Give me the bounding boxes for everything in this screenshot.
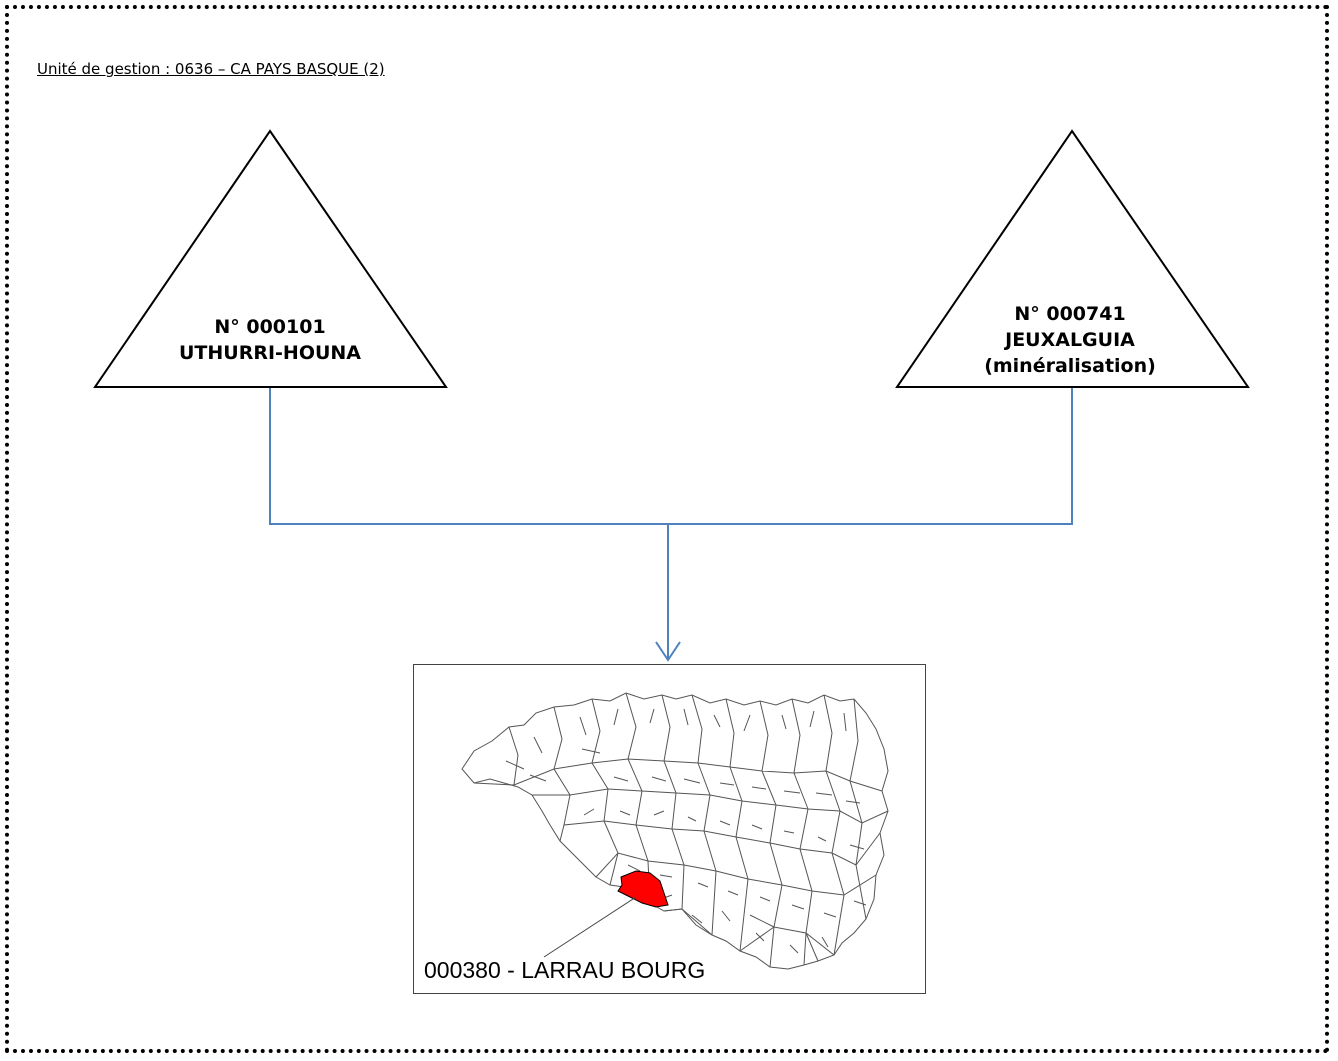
arrow-head-icon xyxy=(655,641,681,662)
page-border xyxy=(5,5,1329,1053)
commune-map xyxy=(413,664,926,994)
highlighted-commune xyxy=(617,870,669,908)
connector-lines xyxy=(269,388,1073,662)
map-outline xyxy=(461,692,889,970)
source-triangle-left xyxy=(93,129,448,388)
source-label-right: N° 000741 JEUXALGUIA (minéralisation) xyxy=(920,301,1220,379)
unit-title: Unité de gestion : 0636 – CA PAYS BASQUE… xyxy=(37,60,385,78)
source-number: N° 000101 xyxy=(214,316,326,338)
callout-line xyxy=(543,896,637,958)
source-number: N° 000741 xyxy=(1014,303,1126,325)
source-note: (minéralisation) xyxy=(984,355,1156,377)
source-name: JEUXALGUIA xyxy=(1005,329,1135,351)
source-triangle-right xyxy=(895,129,1250,388)
source-name: UTHURRI-HOUNA xyxy=(178,342,362,364)
source-label-left: N° 000101 UTHURRI-HOUNA xyxy=(120,314,420,366)
map-caption: 000380 - LARRAU BOURG xyxy=(424,957,706,983)
map-svg xyxy=(461,692,889,970)
